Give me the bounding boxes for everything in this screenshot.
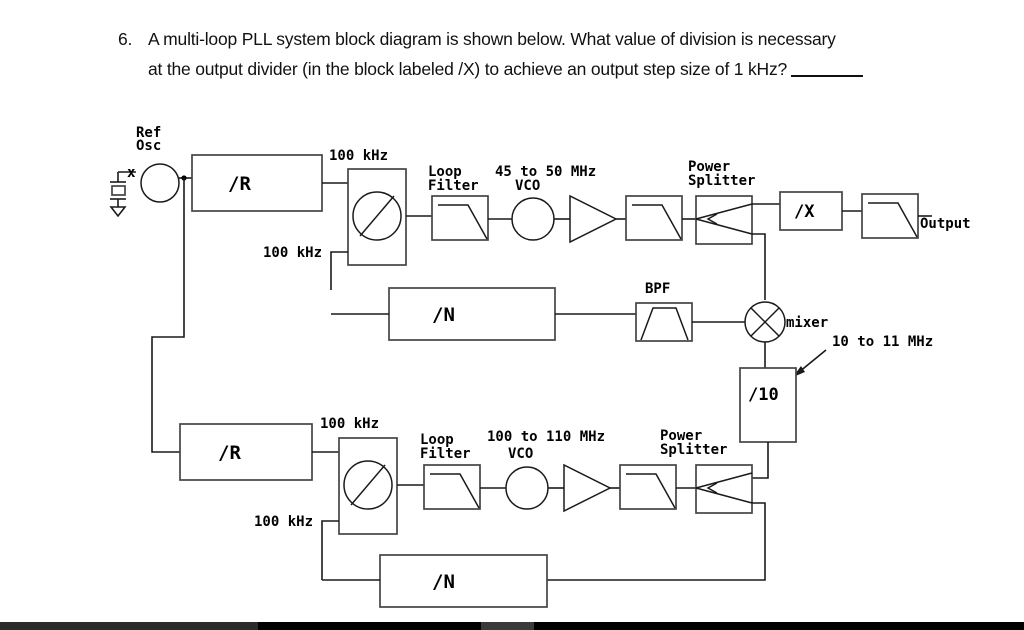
mixer-if-freq-label: 10 to 11 MHz [832, 334, 933, 350]
taskbar-segment-2 [258, 622, 481, 630]
top-pd-feedback-wire [330, 251, 348, 290]
bot-n-divider-label: /N [432, 571, 455, 593]
mixer-label: mixer [786, 315, 828, 331]
top-loop-filter-label-line2: Filter [428, 178, 479, 194]
question-line-1: 6. A multi-loop PLL system block diagram… [118, 24, 998, 54]
ref-osc-group: x Ref Osc [109, 125, 192, 218]
div10-to-bot-splitter-wire [752, 442, 769, 479]
taskbar-strip [0, 622, 1024, 630]
ref-distribution-wire [151, 178, 185, 453]
output-label: Output [920, 216, 971, 232]
top-loop-filter-label-line1: Loop [428, 164, 462, 180]
bot-power-splitter-label-line1: Power [660, 428, 702, 444]
ref-osc-label-line2: Osc [136, 138, 161, 154]
bot-vco-block: 100 to 110 MHz VCO [487, 429, 605, 510]
bot-r-divider-block: /R [179, 423, 313, 481]
bot-lowpass-filter-2-block [619, 464, 677, 510]
top-phase-detector-block [347, 168, 407, 266]
bot-phase-detector-block [338, 437, 398, 535]
top-vco-block: 45 to 50 MHz VCO [495, 164, 596, 241]
top-lowpass-filter-2-block [625, 195, 683, 241]
bot-vco-circle [505, 466, 549, 510]
bot-n-divider-block: /N [379, 554, 548, 608]
div10-block: /10 [739, 367, 797, 443]
top-vco-label-line1: 45 to 50 MHz [495, 164, 596, 180]
question-block: 6. A multi-loop PLL system block diagram… [118, 24, 998, 84]
bot-fb-freq-label: 100 kHz [254, 514, 313, 530]
top-loop-filter-block: Loop Filter [428, 164, 489, 241]
top-power-splitter-block: Power Splitter [688, 159, 755, 245]
top-splitter-to-mixer-wire [752, 233, 766, 300]
output-divider-label: /X [794, 202, 815, 222]
bot-amplifier-symbol [563, 463, 612, 513]
question-line-2: at the output divider (in the block labe… [148, 54, 998, 84]
top-vco-label-line2: VCO [515, 178, 540, 194]
top-r-divider-block: /R [191, 154, 323, 212]
mixer-if-annotation: 10 to 11 MHz [792, 334, 933, 378]
question-text-line2: at the output divider (in the block labe… [148, 59, 788, 79]
bot-vco-label-line1: 100 to 110 MHz [487, 429, 605, 445]
bot-vco-label-line2: VCO [508, 446, 533, 462]
div10-label: /10 [748, 385, 779, 405]
top-n-divider-label: /N [432, 304, 455, 326]
top-amplifier-symbol [569, 194, 618, 244]
question-number: 6. [118, 29, 133, 49]
taskbar-segment-4 [534, 622, 1024, 630]
crystal-mark-label: x [127, 165, 136, 181]
question-text-line1: A multi-loop PLL system block diagram is… [148, 29, 836, 49]
bot-power-splitter-label-line2: Splitter [660, 442, 727, 458]
bot-loop-filter-block: Loop Filter [420, 432, 481, 510]
top-power-splitter-label-line1: Power [688, 159, 730, 175]
bot-ref-freq-label: 100 kHz [320, 416, 379, 432]
taskbar-segment-1 [0, 622, 258, 630]
bot-loop-filter-label-line2: Filter [420, 446, 471, 462]
output-divider-block: /X [779, 191, 843, 231]
top-n-divider-block: /N [388, 287, 556, 341]
top-power-splitter-label-line2: Splitter [688, 173, 755, 189]
top-vco-circle [511, 197, 555, 241]
bandpass-filter-block: BPF [635, 281, 693, 342]
output-filter-block [861, 193, 919, 239]
bot-splitter-to-n-wire [547, 502, 766, 581]
bot-loop-filter-label-line1: Loop [420, 432, 454, 448]
answer-blank[interactable] [791, 75, 864, 77]
top-ref-freq-label: 100 kHz [329, 148, 388, 164]
bpf-label: BPF [645, 281, 670, 297]
bot-r-divider-label: /R [218, 442, 241, 464]
top-r-divider-label: /R [228, 173, 251, 195]
ref-osc-label-line1: Ref [136, 125, 161, 141]
taskbar-segment-3 [481, 622, 534, 630]
top-fb-freq-label: 100 kHz [263, 245, 322, 261]
crystal-symbol-icon: x [109, 165, 136, 218]
ref-osc-circle [140, 163, 180, 203]
bot-power-splitter-block: Power Splitter [660, 428, 753, 514]
bot-pd-feedback-wire [321, 520, 339, 580]
mixer-block: mixer [744, 301, 828, 343]
